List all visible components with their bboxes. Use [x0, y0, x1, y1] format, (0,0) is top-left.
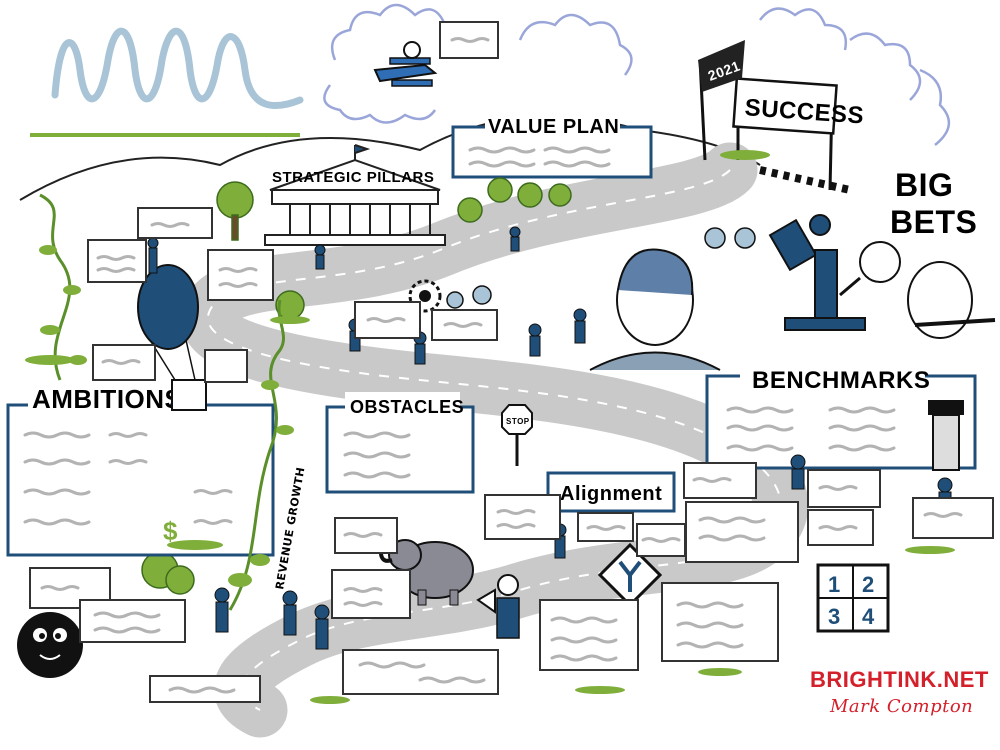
thinking-face-icon	[17, 612, 83, 678]
ambitions-box	[6, 403, 275, 557]
benchmarks-box	[705, 374, 977, 470]
priority-grid	[816, 563, 890, 633]
checkered-flag-icon	[698, 40, 745, 161]
magnifier-bubble	[839, 241, 901, 297]
obstacles-title: OBSTACLES	[350, 397, 464, 417]
grid-cell-1: 1	[828, 572, 841, 597]
vine-icon	[228, 299, 286, 611]
scientist-face	[907, 261, 996, 339]
dollar-icon: $	[163, 516, 178, 546]
stop-sign-label: STOP	[506, 417, 530, 426]
title-squiggle	[51, 27, 304, 109]
stop-sign-icon	[501, 404, 533, 466]
smiley-icon	[446, 227, 756, 309]
vine-leaves	[39, 245, 294, 587]
thinking-person	[589, 248, 721, 371]
signature: Mark Compton	[829, 696, 973, 717]
gear-icon	[408, 279, 442, 313]
megaphone-icon	[476, 574, 520, 639]
grid-cell-2: 2	[862, 572, 875, 597]
vine-icon	[39, 193, 72, 381]
grid-cell-4: 4	[862, 604, 875, 629]
strategic-pillars-title: STRATEGIC PILLARS	[272, 169, 434, 186]
brand-label: BRIGHTINK.NET	[810, 667, 989, 692]
big-bets-line2: BETS	[890, 204, 977, 240]
hot-air-balloon-icon	[137, 264, 207, 411]
value-plan-title: VALUE PLAN	[488, 116, 619, 138]
revenue-growth-label: REVENUE GROWTH	[273, 466, 307, 591]
clouds	[323, 3, 950, 146]
big-bets-line1: BIG	[895, 167, 953, 203]
lighthouse-icon	[928, 400, 964, 471]
biplane-icon	[373, 41, 438, 87]
obstacles-box	[325, 405, 475, 494]
grid-cell-3: 3	[828, 604, 841, 629]
ambitions-title: AMBITIONS	[32, 384, 182, 414]
grass	[25, 150, 955, 704]
finish-gate	[732, 77, 851, 194]
greek-temple-icon	[264, 144, 446, 246]
background-hills	[19, 115, 761, 201]
alignment-box	[546, 471, 676, 513]
alignment-title: Alignment	[560, 483, 662, 505]
benchmarks-title: BENCHMARKS	[752, 367, 930, 394]
microscope-icon	[768, 214, 866, 331]
